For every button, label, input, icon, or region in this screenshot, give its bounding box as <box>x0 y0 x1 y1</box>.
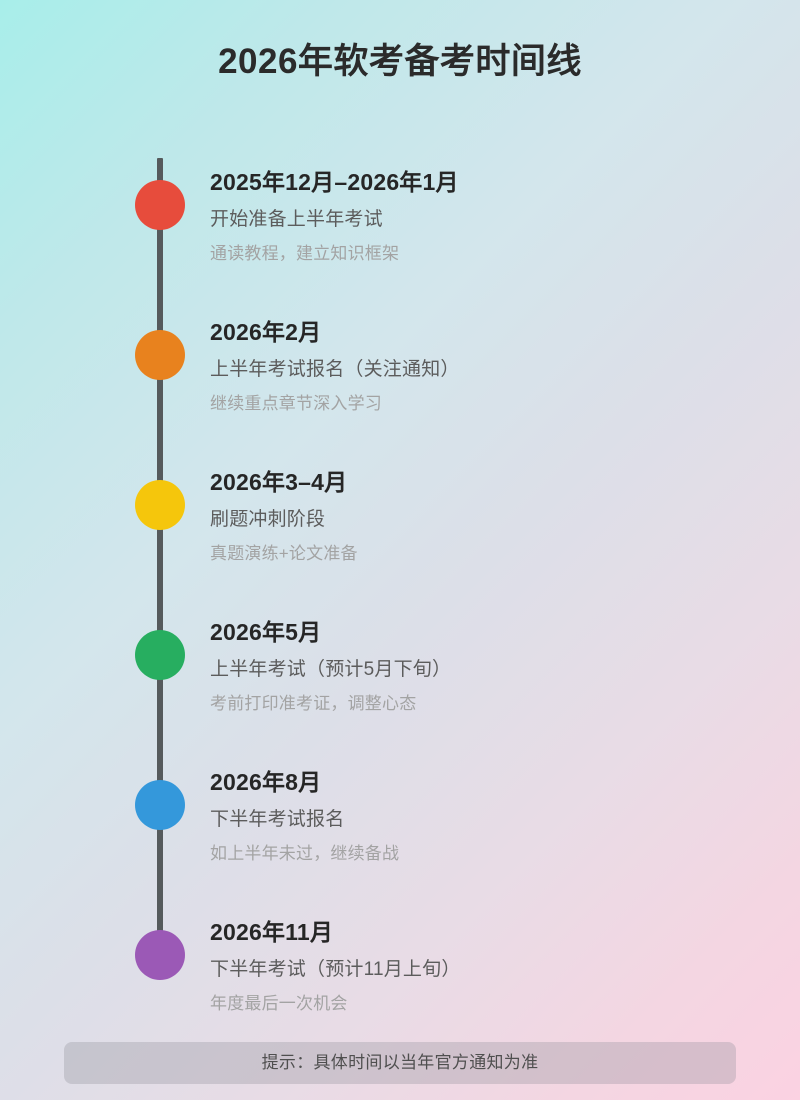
timeline-axis <box>157 158 163 953</box>
timeline-item-main: 上半年考试（预计5月下旬） <box>210 659 452 680</box>
timeline-item-body: 2026年5月 上半年考试（预计5月下旬） 考前打印准考证，调整心态 <box>210 615 730 719</box>
timeline-dot-purple <box>135 930 185 980</box>
timeline-item-body: 2025年12月–2026年1月 开始准备上半年考试 通读教程，建立知识框架 <box>210 165 730 269</box>
timeline-item-note: 继续重点章节深入学习 <box>210 394 382 413</box>
timeline-dot-red <box>135 180 185 230</box>
timeline-item-period: 2026年2月 <box>210 319 322 345</box>
timeline: 2025年12月–2026年1月 开始准备上半年考试 通读教程，建立知识框架 2… <box>0 155 800 1035</box>
footer-note: 提示：具体时间以当年官方通知为准 <box>64 1042 736 1084</box>
timeline-item: 2026年11月 下半年考试（预计11月上旬） 年度最后一次机会 <box>0 905 800 1035</box>
timeline-item-body: 2026年3–4月 刷题冲刺阶段 真题演练+论文准备 <box>210 465 730 569</box>
timeline-item-period: 2026年8月 <box>210 769 322 795</box>
timeline-item-note: 真题演练+论文准备 <box>210 544 358 563</box>
page-title: 2026年软考备考时间线 <box>218 42 582 81</box>
timeline-item-body: 2026年8月 下半年考试报名 如上半年未过，继续备战 <box>210 765 730 869</box>
timeline-item: 2026年5月 上半年考试（预计5月下旬） 考前打印准考证，调整心态 <box>0 605 800 755</box>
timeline-item-period: 2026年11月 <box>210 919 334 945</box>
timeline-item-main: 下半年考试报名 <box>210 809 345 830</box>
timeline-item: 2026年3–4月 刷题冲刺阶段 真题演练+论文准备 <box>0 455 800 605</box>
timeline-item-main: 下半年考试（预计11月上旬） <box>210 959 461 980</box>
timeline-dot-green <box>135 630 185 680</box>
timeline-item: 2025年12月–2026年1月 开始准备上半年考试 通读教程，建立知识框架 <box>0 155 800 305</box>
timeline-item-note: 如上半年未过，继续备战 <box>210 844 400 863</box>
timeline-item-main: 刷题冲刺阶段 <box>210 509 326 530</box>
timeline-item-period: 2026年5月 <box>210 619 322 645</box>
timeline-dot-yellow <box>135 480 185 530</box>
timeline-item-main: 开始准备上半年考试 <box>210 209 383 230</box>
timeline-item-note: 年度最后一次机会 <box>210 994 348 1013</box>
timeline-item-period: 2026年3–4月 <box>210 469 348 495</box>
timeline-dot-orange <box>135 330 185 380</box>
timeline-item-main: 上半年考试报名（关注通知） <box>210 359 460 380</box>
timeline-dot-blue <box>135 780 185 830</box>
timeline-item-body: 2026年11月 下半年考试（预计11月上旬） 年度最后一次机会 <box>210 915 730 1019</box>
timeline-item-note: 考前打印准考证，调整心态 <box>210 694 417 713</box>
timeline-item: 2026年8月 下半年考试报名 如上半年未过，继续备战 <box>0 755 800 905</box>
timeline-item-note: 通读教程，建立知识框架 <box>210 244 400 263</box>
timeline-item-period: 2025年12月–2026年1月 <box>210 169 459 195</box>
timeline-item: 2026年2月 上半年考试报名（关注通知） 继续重点章节深入学习 <box>0 305 800 455</box>
timeline-item-body: 2026年2月 上半年考试报名（关注通知） 继续重点章节深入学习 <box>210 315 730 419</box>
